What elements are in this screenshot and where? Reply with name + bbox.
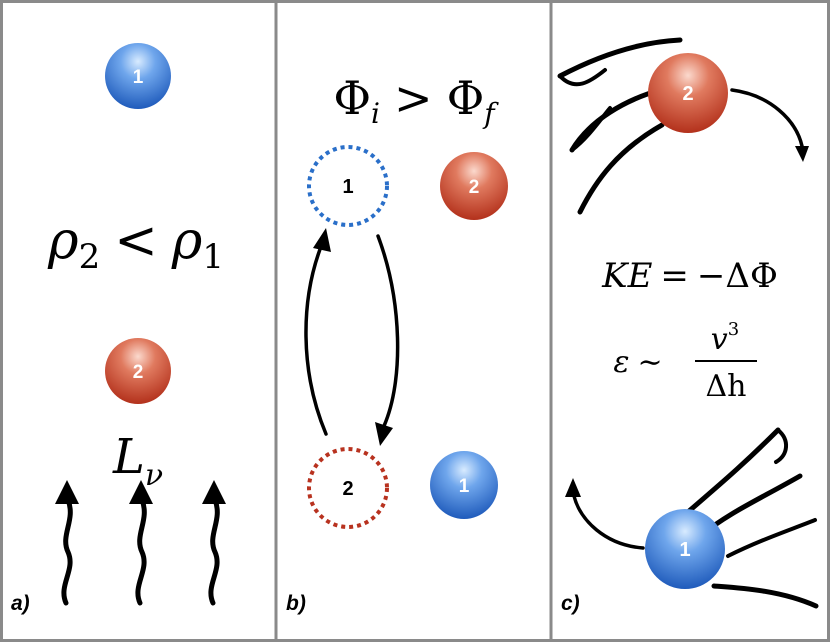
- arrowhead-icon: [565, 478, 581, 497]
- dashed-ring-2-icon: [307, 447, 389, 529]
- panel-b-label: b): [286, 592, 306, 615]
- wake-trail-icon: [557, 37, 683, 215]
- ring-2-label: 2: [342, 478, 353, 500]
- svg-text:v3: v3: [711, 319, 739, 357]
- ball-1-label: 1: [459, 476, 470, 497]
- svg-text:Δh: Δh: [706, 369, 747, 404]
- svg-text:ε∼: ε∼: [613, 345, 662, 380]
- panel-a-label: a): [11, 592, 30, 615]
- ball-1-label: 1: [133, 67, 144, 88]
- ball-1-icon: [430, 451, 498, 519]
- panel-a: 1 ρ2<ρ1 2 Lν a): [11, 43, 226, 615]
- potential-relation: Φi>Φf: [333, 71, 499, 130]
- ball-1-icon: [105, 43, 171, 109]
- curved-arrow-down-icon: [730, 88, 804, 148]
- arrowhead-icon: [375, 422, 393, 446]
- ball-2-icon: [648, 53, 728, 133]
- panel-b: Φi>Φf 1 2 2 1 b): [286, 71, 508, 615]
- ball-2-label: 2: [682, 83, 693, 105]
- ball-1-icon: [645, 509, 725, 589]
- arrowhead-icon: [55, 480, 226, 504]
- dissipation-equation: ε∼ v3 Δh: [613, 319, 757, 404]
- exchange-arrow-up-icon: [304, 242, 328, 436]
- panel-c-label: c): [561, 592, 580, 615]
- arrowhead-icon: [313, 228, 331, 252]
- arrowhead-icon: [795, 146, 809, 162]
- luminosity-symbol: Lν: [112, 429, 163, 493]
- ball-2-icon: [440, 152, 508, 220]
- panel-c: 2 KE=−ΔΦ ε∼ v3 Δh 1 c): [557, 37, 819, 615]
- ball-2-label: 2: [133, 362, 144, 383]
- wavy-arrow-icon: [61, 497, 220, 606]
- ball-2-icon: [105, 338, 171, 404]
- curved-arrow-up-icon: [572, 494, 645, 550]
- energy-equation: KE=−ΔΦ: [601, 256, 778, 296]
- exchange-arrow-down-icon: [376, 234, 400, 428]
- ball-1-label: 1: [679, 539, 690, 561]
- ball-2-label: 2: [469, 177, 480, 198]
- ring-1-label: 1: [342, 176, 353, 198]
- dashed-ring-1-icon: [307, 145, 389, 227]
- density-relation: ρ2<ρ1: [47, 211, 224, 277]
